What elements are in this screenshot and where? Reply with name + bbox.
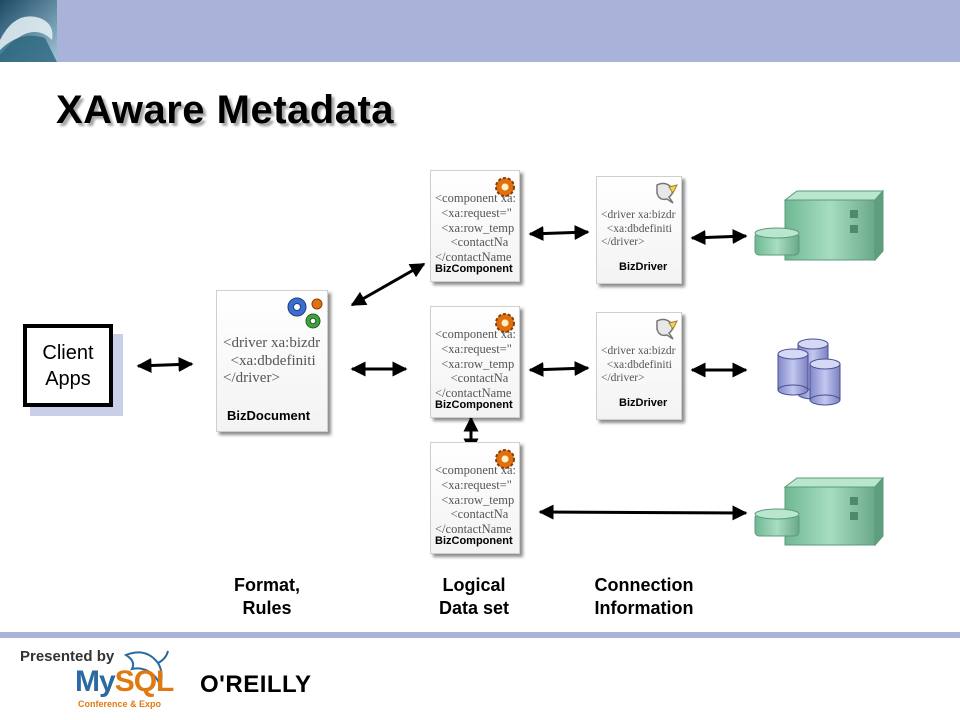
arrow-client-bizdoc — [136, 357, 194, 373]
biz-document-card: <driver xa:bizdr <xa:dbdefiniti </driver… — [216, 290, 328, 432]
mysql-logo: MySQL — [75, 665, 175, 699]
arrow-comp2-drv2 — [528, 360, 590, 378]
biz-component-caption: BizComponent — [435, 399, 513, 411]
footer-divider — [0, 632, 960, 638]
biz-document-code: <driver xa:bizdr <xa:dbdefiniti </driver… — [223, 335, 321, 387]
gear-icon — [287, 297, 323, 329]
biz-component-code: <component xa: <xa:request=" <xa:row_tem… — [435, 463, 516, 536]
biz-component-card-2: <component xa: <xa:request=" <xa:row_tem… — [430, 306, 520, 418]
arrow-bizdoc-comp1 — [350, 262, 426, 307]
label-format-rules: Format, Rules — [233, 575, 300, 619]
oreilly-logo: O'REILLY — [200, 671, 312, 698]
biz-document-caption: BizDocument — [227, 408, 311, 423]
wave-logo-icon — [0, 0, 57, 62]
biz-driver-code: <driver xa:bizdr <xa:dbdefiniti </driver… — [601, 345, 676, 385]
client-apps-label: Client Apps — [42, 341, 94, 390]
server-icon — [754, 189, 885, 262]
server-icon — [754, 476, 885, 547]
biz-driver-caption: BizDriver — [619, 397, 668, 409]
biz-component-caption: BizComponent — [435, 263, 513, 275]
mysql-logo-my: My — [75, 665, 116, 698]
client-apps-box: Client Apps — [23, 324, 113, 407]
biz-component-caption: BizComponent — [435, 535, 513, 547]
presented-by-label: Presented by — [20, 648, 115, 665]
conference-expo-label: Conference & Expo — [78, 699, 162, 709]
gear-icon — [495, 313, 515, 333]
mysql-dolphin-icon — [123, 650, 169, 688]
arrow-drv1-server1 — [690, 229, 748, 245]
top-band — [0, 0, 960, 62]
biz-component-card-3: <component xa: <xa:request=" <xa:row_tem… — [430, 442, 520, 554]
database-icon — [777, 338, 841, 406]
mysql-logo-sql: SQL — [114, 665, 175, 698]
gear-icon — [495, 449, 515, 469]
biz-component-code: <component xa: <xa:request=" <xa:row_tem… — [435, 191, 516, 264]
page-title: XAware Metadata — [56, 88, 395, 132]
driver-icon — [656, 318, 678, 340]
biz-driver-code: <driver xa:bizdr <xa:dbdefiniti </driver… — [601, 209, 676, 249]
biz-driver-card-1: <driver xa:bizdr <xa:dbdefiniti </driver… — [596, 176, 682, 284]
label-logical-data-set: Logical Data set — [438, 575, 510, 619]
biz-component-card-1: <component xa: <xa:request=" <xa:row_tem… — [430, 170, 520, 282]
biz-driver-caption: BizDriver — [619, 261, 668, 273]
gear-icon — [495, 177, 515, 197]
label-connection-information: Connection Information — [594, 575, 694, 619]
biz-driver-card-2: <driver xa:bizdr <xa:dbdefiniti </driver… — [596, 312, 682, 420]
arrow-comp1-drv1 — [528, 224, 590, 242]
biz-component-code: <component xa: <xa:request=" <xa:row_tem… — [435, 327, 516, 400]
arrow-comp3-server2 — [538, 504, 748, 521]
driver-icon — [656, 182, 678, 204]
